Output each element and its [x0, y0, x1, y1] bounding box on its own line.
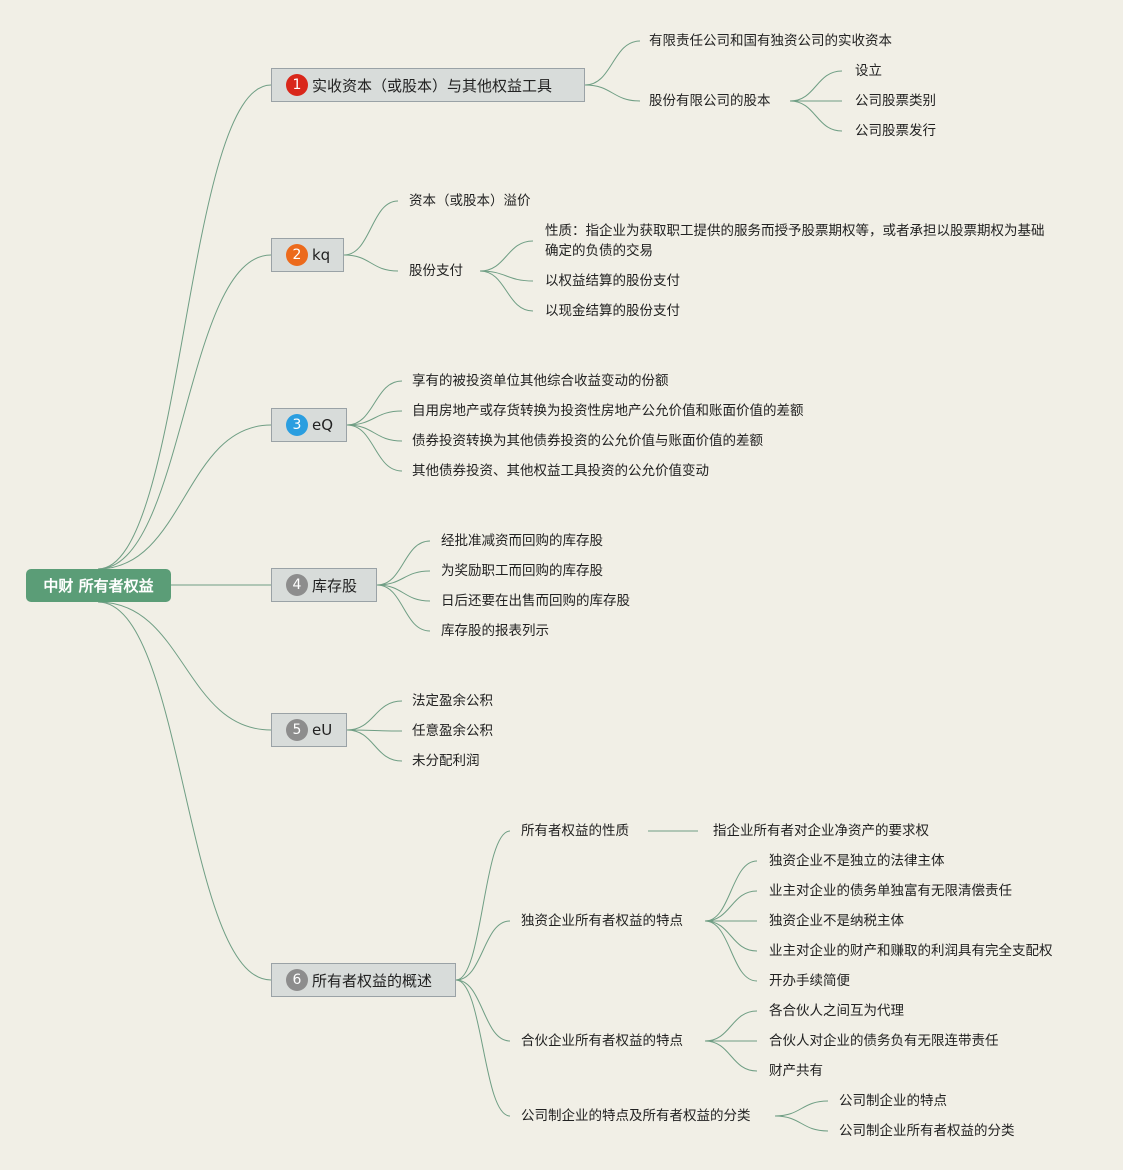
node-partnership[interactable]: 合伙企业所有者权益的特点 [521, 1033, 683, 1049]
root-link [97, 601, 272, 731]
node-cash-settled[interactable]: 以现金结算的股份支付 [545, 303, 680, 319]
node-stock-types[interactable]: 公司股票类别 [855, 93, 936, 109]
branch-6-link [455, 920, 511, 981]
node-partner-1[interactable]: 各合伙人之间互为代理 [769, 1003, 904, 1019]
node-oci-share[interactable]: 享有的被投资单位其他综合收益变动的份额 [412, 373, 669, 389]
branch-4-label: 库存股 [312, 576, 358, 595]
node-corp-2[interactable]: 公司制企业所有者权益的分类 [839, 1123, 1015, 1139]
branch-4-link [376, 540, 431, 586]
root-node[interactable]: 中财 所有者权益 [26, 569, 171, 602]
branch-4-link [376, 584, 431, 602]
branch-4-link [376, 584, 431, 632]
branch-6-sub-link [704, 920, 758, 952]
node-sole-3[interactable]: 独资企业不是纳税主体 [769, 913, 904, 929]
node-treasury-presentation[interactable]: 库存股的报表列示 [441, 623, 549, 639]
branch-2-link [343, 254, 399, 272]
branch-2-label: kq [312, 246, 331, 264]
number-1-badge: 1 [286, 74, 308, 96]
node-sole-4[interactable]: 业主对企业的财产和赚取的利润具有完全支配权 [769, 943, 1053, 959]
branch-5-node[interactable]: 5 eU [271, 713, 347, 747]
root-link [97, 601, 272, 981]
root-link [97, 254, 272, 570]
node-capital-premium[interactable]: 资本（或股本）溢价 [409, 193, 531, 209]
node-establishment[interactable]: 设立 [855, 63, 882, 79]
branch-3-label: eQ [312, 416, 334, 434]
branch-3-link [346, 410, 403, 426]
node-undistributed-profit[interactable]: 未分配利润 [412, 753, 480, 769]
branch-6-label: 所有者权益的概述 [312, 971, 433, 990]
branch-1-node[interactable]: 1 实收资本（或股本）与其他权益工具 [271, 68, 585, 102]
node-sole-2[interactable]: 业主对企业的债务单独富有无限清偿责任 [769, 883, 1012, 899]
node-equity-nature[interactable]: 所有者权益的性质 [521, 823, 629, 839]
node-property-conversion[interactable]: 自用房地产或存货转换为投资性房地产公允价值和账面价值的差额 [412, 403, 804, 419]
node-treasury-employee-reward[interactable]: 为奖励职工而回购的库存股 [441, 563, 603, 579]
node-corp-1[interactable]: 公司制企业的特点 [839, 1093, 947, 1109]
branch-1-link [584, 40, 641, 86]
node-statutory-surplus[interactable]: 法定盈余公积 [412, 693, 493, 709]
branch-5-link [346, 729, 403, 762]
number-4-badge: 4 [286, 574, 308, 596]
node-equity-definition[interactable]: 指企业所有者对企业净资产的要求权 [713, 823, 929, 839]
branch-6-sub-link [774, 1115, 829, 1132]
node-treasury-capital-reduction[interactable]: 经批准减资而回购的库存股 [441, 533, 603, 549]
node-partner-2[interactable]: 合伙人对企业的债务负有无限连带责任 [769, 1033, 999, 1049]
branch-6-sub-link [704, 860, 758, 922]
branch-6-link [455, 830, 511, 981]
number-5-badge: 5 [286, 719, 308, 741]
branch-2-node[interactable]: 2 kq [271, 238, 344, 272]
node-sole-proprietorship[interactable]: 独资企业所有者权益的特点 [521, 913, 683, 929]
node-fair-value-change[interactable]: 其他债券投资、其他权益工具投资的公允价值变动 [412, 463, 709, 479]
branch-6-sub-link [704, 1040, 758, 1072]
node-share-based-payment[interactable]: 股份支付 [409, 263, 463, 279]
number-6-badge: 6 [286, 969, 308, 991]
node-partner-3[interactable]: 财产共有 [769, 1063, 823, 1079]
branch-2-sub-link [479, 270, 534, 312]
branch-5-link [346, 700, 403, 731]
branch-1-label: 实收资本（或股本）与其他权益工具 [312, 76, 553, 95]
node-sole-5[interactable]: 开办手续简便 [769, 973, 850, 989]
branch-5-link [346, 729, 403, 732]
branch-6-link [455, 979, 511, 1042]
branch-6-node[interactable]: 6 所有者权益的概述 [271, 963, 456, 997]
node-payment-nature[interactable]: 性质：指企业为获取职工提供的服务而授予股票期权等，或者承担以股票期权为基础确定的… [545, 223, 1045, 259]
number-2-badge: 2 [286, 244, 308, 266]
node-corporation[interactable]: 公司制企业的特点及所有者权益的分类 [521, 1108, 751, 1124]
branch-3-link [346, 424, 403, 442]
node-share-capital[interactable]: 股份有限公司的股本 [649, 93, 771, 109]
node-discretionary-surplus[interactable]: 任意盈余公积 [412, 723, 493, 739]
node-stock-issuance[interactable]: 公司股票发行 [855, 123, 936, 139]
branch-2-sub-link [479, 240, 534, 272]
node-bond-conversion[interactable]: 债券投资转换为其他债券投资的公允价值与账面价值的差额 [412, 433, 763, 449]
branch-4-node[interactable]: 4 库存股 [271, 568, 377, 602]
root-link [97, 84, 272, 570]
branch-1-sub-link [789, 70, 843, 102]
node-treasury-resale[interactable]: 日后还要在出售而回购的库存股 [441, 593, 630, 609]
branch-3-node[interactable]: 3 eQ [271, 408, 347, 442]
branch-1-sub-link [789, 100, 843, 132]
branch-6-sub-link [774, 1100, 829, 1117]
branch-6-sub-link [704, 920, 758, 982]
branch-6-sub-link [704, 890, 758, 922]
node-limited-company-capital[interactable]: 有限责任公司和国有独资公司的实收资本 [649, 33, 892, 49]
branch-6-sub-link [704, 1010, 758, 1042]
branch-6-link [455, 979, 511, 1117]
node-equity-settled[interactable]: 以权益结算的股份支付 [545, 273, 680, 289]
branch-4-link [376, 570, 431, 586]
branch-5-label: eU [312, 721, 333, 739]
branch-2-link [343, 200, 399, 256]
node-sole-1[interactable]: 独资企业不是独立的法律主体 [769, 853, 945, 869]
branch-1-link [584, 84, 641, 102]
branch-3-link [346, 424, 403, 472]
root-link [97, 424, 272, 570]
number-3-badge: 3 [286, 414, 308, 436]
branch-3-link [346, 380, 403, 426]
